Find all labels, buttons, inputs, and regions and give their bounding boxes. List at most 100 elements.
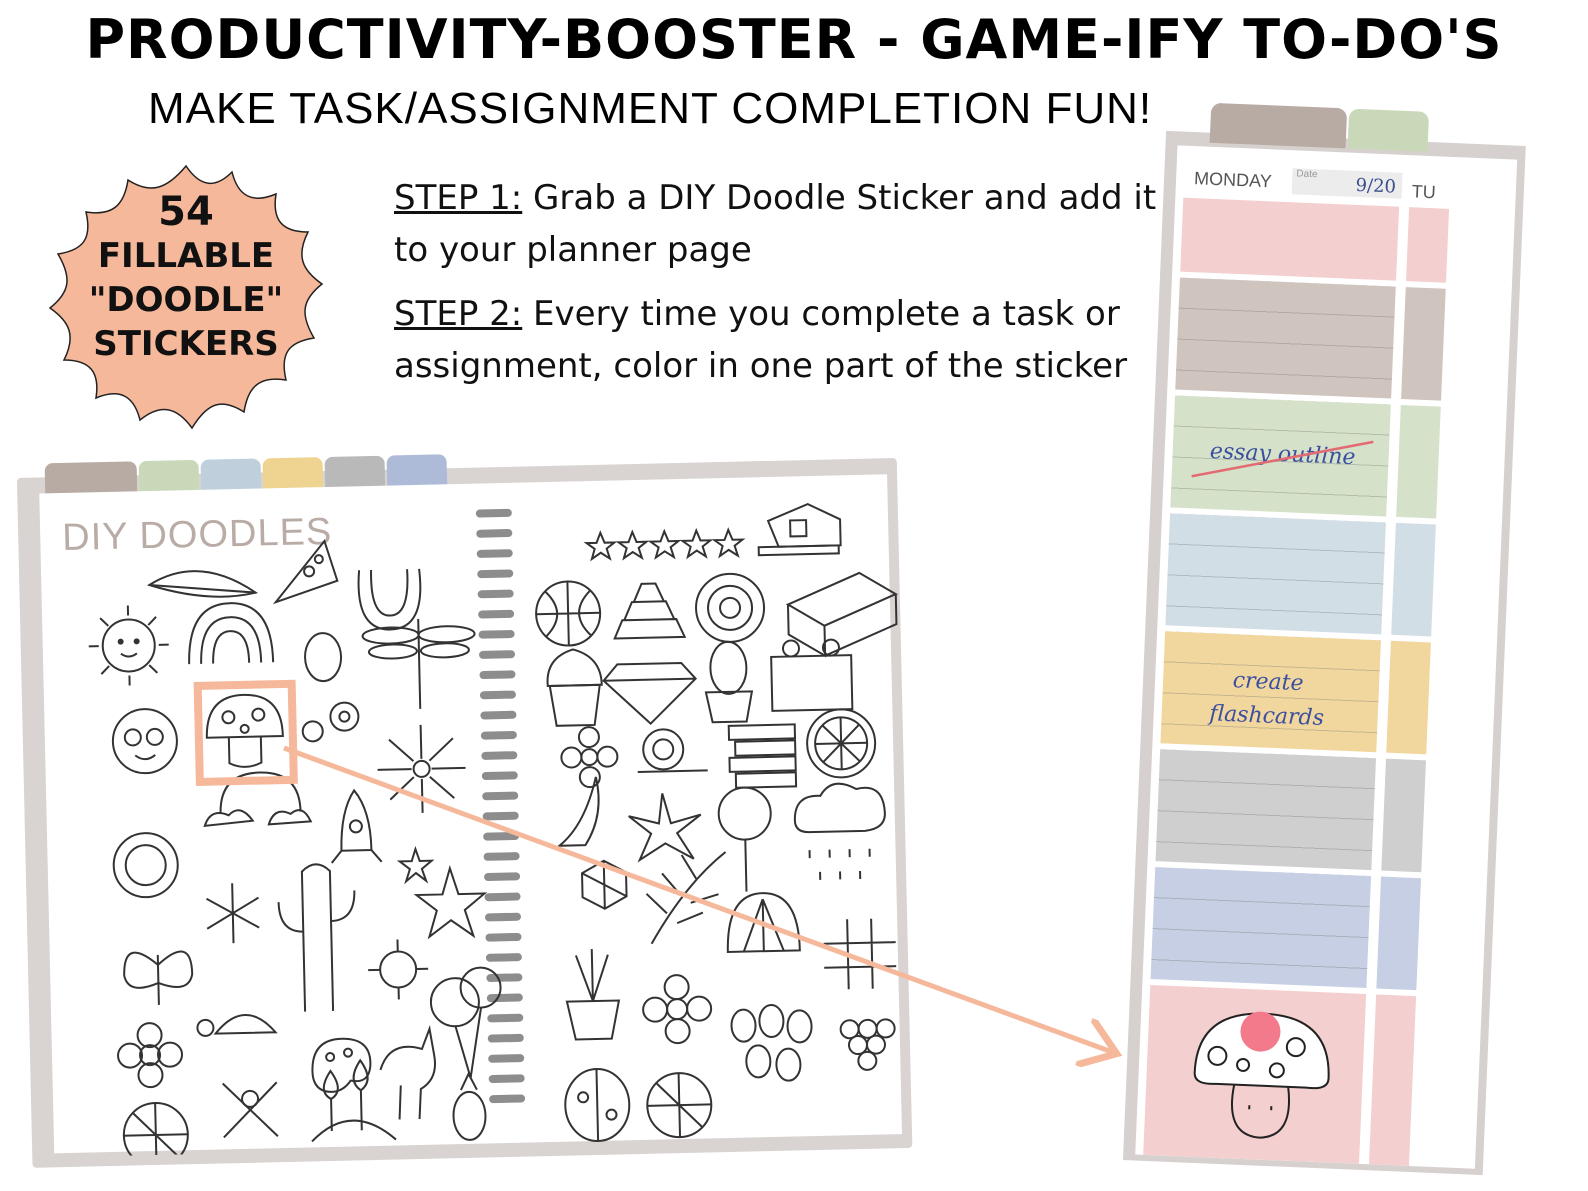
mushroom-icon <box>205 693 284 768</box>
badge-number: 54 <box>158 189 214 235</box>
selected-sticker-highlight <box>193 679 298 787</box>
badge-line-1: FILLABLE <box>97 236 275 276</box>
rainbow-icon <box>188 602 275 665</box>
strip-tab-1[interactable] <box>1209 102 1348 149</box>
instructions: STEP 1: Grab a DIY Doodle Sticker and ad… <box>394 172 1174 404</box>
fruit-slice-wheel-icon <box>646 1072 713 1139</box>
ladybug-icon <box>564 1067 631 1142</box>
seasons-icon <box>222 1081 279 1139</box>
side-block-5 <box>1386 640 1431 755</box>
side-block-3 <box>1396 404 1441 519</box>
feather-icon <box>146 570 258 598</box>
starburst-badge-icon <box>48 164 324 430</box>
side-block-1 <box>1406 207 1450 283</box>
flower-icon <box>117 1022 184 1089</box>
snail-icon <box>637 728 708 773</box>
spiral-ring <box>479 670 516 680</box>
spiral-ring <box>475 508 512 518</box>
time-block-5[interactable]: create flashcards <box>1160 631 1381 753</box>
sunglasses-sun-icon <box>111 708 178 775</box>
spiral-ring <box>476 529 513 538</box>
pie-wheel-icon <box>122 1102 189 1158</box>
cap-icon <box>757 502 842 557</box>
pizza-slice-icon <box>272 538 339 605</box>
time-block-4[interactable] <box>1165 513 1386 635</box>
time-block-8[interactable] <box>1143 984 1367 1164</box>
side-block-4 <box>1391 522 1436 637</box>
lego-block-icon <box>770 638 854 712</box>
time-block-1[interactable] <box>1180 197 1400 281</box>
next-day-label: TU <box>1411 181 1437 203</box>
cubes-icon <box>581 859 628 910</box>
horseshoe-icon <box>357 568 422 631</box>
strikethrough-mark <box>1191 440 1374 478</box>
books-icon <box>727 723 798 789</box>
time-block-3[interactable]: essay outline <box>1170 395 1391 517</box>
strip-page: MONDAY Date 9/20 TU essay outline create… <box>1135 145 1518 1169</box>
step-1-text: Grab a DIY Doodle Sticker and add it to … <box>394 178 1157 270</box>
spiral-ring <box>476 549 513 558</box>
strip-tab-2[interactable] <box>1347 108 1430 152</box>
date-field-label: Date <box>1296 168 1318 181</box>
virus-icon <box>368 939 429 1000</box>
page-subtitle: MAKE TASK/ASSIGNMENT COMPLETION FUN! <box>148 84 1153 133</box>
pinecone-icon <box>304 632 343 683</box>
beans-icon <box>730 1004 813 1082</box>
time-block-2[interactable] <box>1175 277 1396 399</box>
spiral-ring <box>488 1074 525 1083</box>
badge-line-3: STICKERS <box>93 324 279 364</box>
page-title: PRODUCTIVITY-BOOSTER - GAME-IFY TO-DO'S <box>85 8 1503 71</box>
spiral-ring <box>478 630 515 639</box>
spiral-ring <box>477 569 514 579</box>
badge-line-2: "DOODLE" <box>88 280 284 320</box>
rocket-icon <box>330 788 383 864</box>
diamond-icon <box>602 661 698 726</box>
potted-cactus-icon <box>704 640 754 724</box>
spiral-ring <box>488 1054 525 1063</box>
rating-stars-icon <box>583 527 746 562</box>
spiral-ring <box>480 710 517 720</box>
mushroom-sticker-icon <box>1193 1011 1330 1139</box>
rain-cloud-icon <box>793 782 886 880</box>
step-2-label: STEP 2: <box>394 294 523 334</box>
side-block-8 <box>1368 994 1417 1166</box>
badge-label: 54 FILLABLE "DOODLE" STICKERS <box>46 190 326 366</box>
pineapple-icon <box>452 1071 487 1141</box>
side-block-6 <box>1381 758 1426 873</box>
balloons-icon <box>429 966 502 1079</box>
step-2-text: Every time you complete a task or assign… <box>394 294 1128 386</box>
flowers-icon <box>301 701 360 743</box>
palm-leaf-icon <box>645 851 727 945</box>
palette-icon <box>311 1037 372 1093</box>
daisy-icon <box>560 726 619 789</box>
task-create-flashcards: create flashcards <box>1208 668 1325 732</box>
citrus-slice-icon <box>806 708 877 779</box>
side-block-2 <box>1401 287 1446 401</box>
unicorn-icon <box>379 1024 436 1120</box>
tic-tac-toe-icon <box>823 918 897 990</box>
stars-icon <box>396 845 488 940</box>
snowflake-icon <box>206 883 260 944</box>
spiral-ring <box>480 731 517 740</box>
day-label: MONDAY <box>1193 168 1273 192</box>
butterfly-icon <box>123 950 194 1005</box>
cactus-icon <box>277 863 356 1012</box>
side-block-7 <box>1376 876 1422 991</box>
spiral-ring <box>479 690 516 700</box>
time-block-7[interactable] <box>1150 867 1372 989</box>
lego-brick-icon <box>785 571 898 658</box>
date-field[interactable]: Date 9/20 <box>1291 168 1403 199</box>
sunflower-sun-icon <box>112 832 179 899</box>
daily-planner-strip: MONDAY Date 9/20 TU essay outline create… <box>1122 101 1527 1176</box>
cupcake-icon <box>546 648 603 727</box>
time-block-6[interactable] <box>1155 749 1377 871</box>
gold-bars-icon <box>613 582 687 640</box>
doodle-sheet <box>88 502 898 1158</box>
daisy-large-icon <box>642 974 713 1045</box>
sun-face-icon <box>88 605 169 686</box>
trees-icon <box>311 1058 397 1143</box>
date-field-value: 9/20 <box>1355 174 1397 198</box>
basketball-icon <box>535 580 602 647</box>
step-2: STEP 2: Every time you complete a task o… <box>394 288 1174 392</box>
step-1-label: STEP 1: <box>394 178 523 218</box>
